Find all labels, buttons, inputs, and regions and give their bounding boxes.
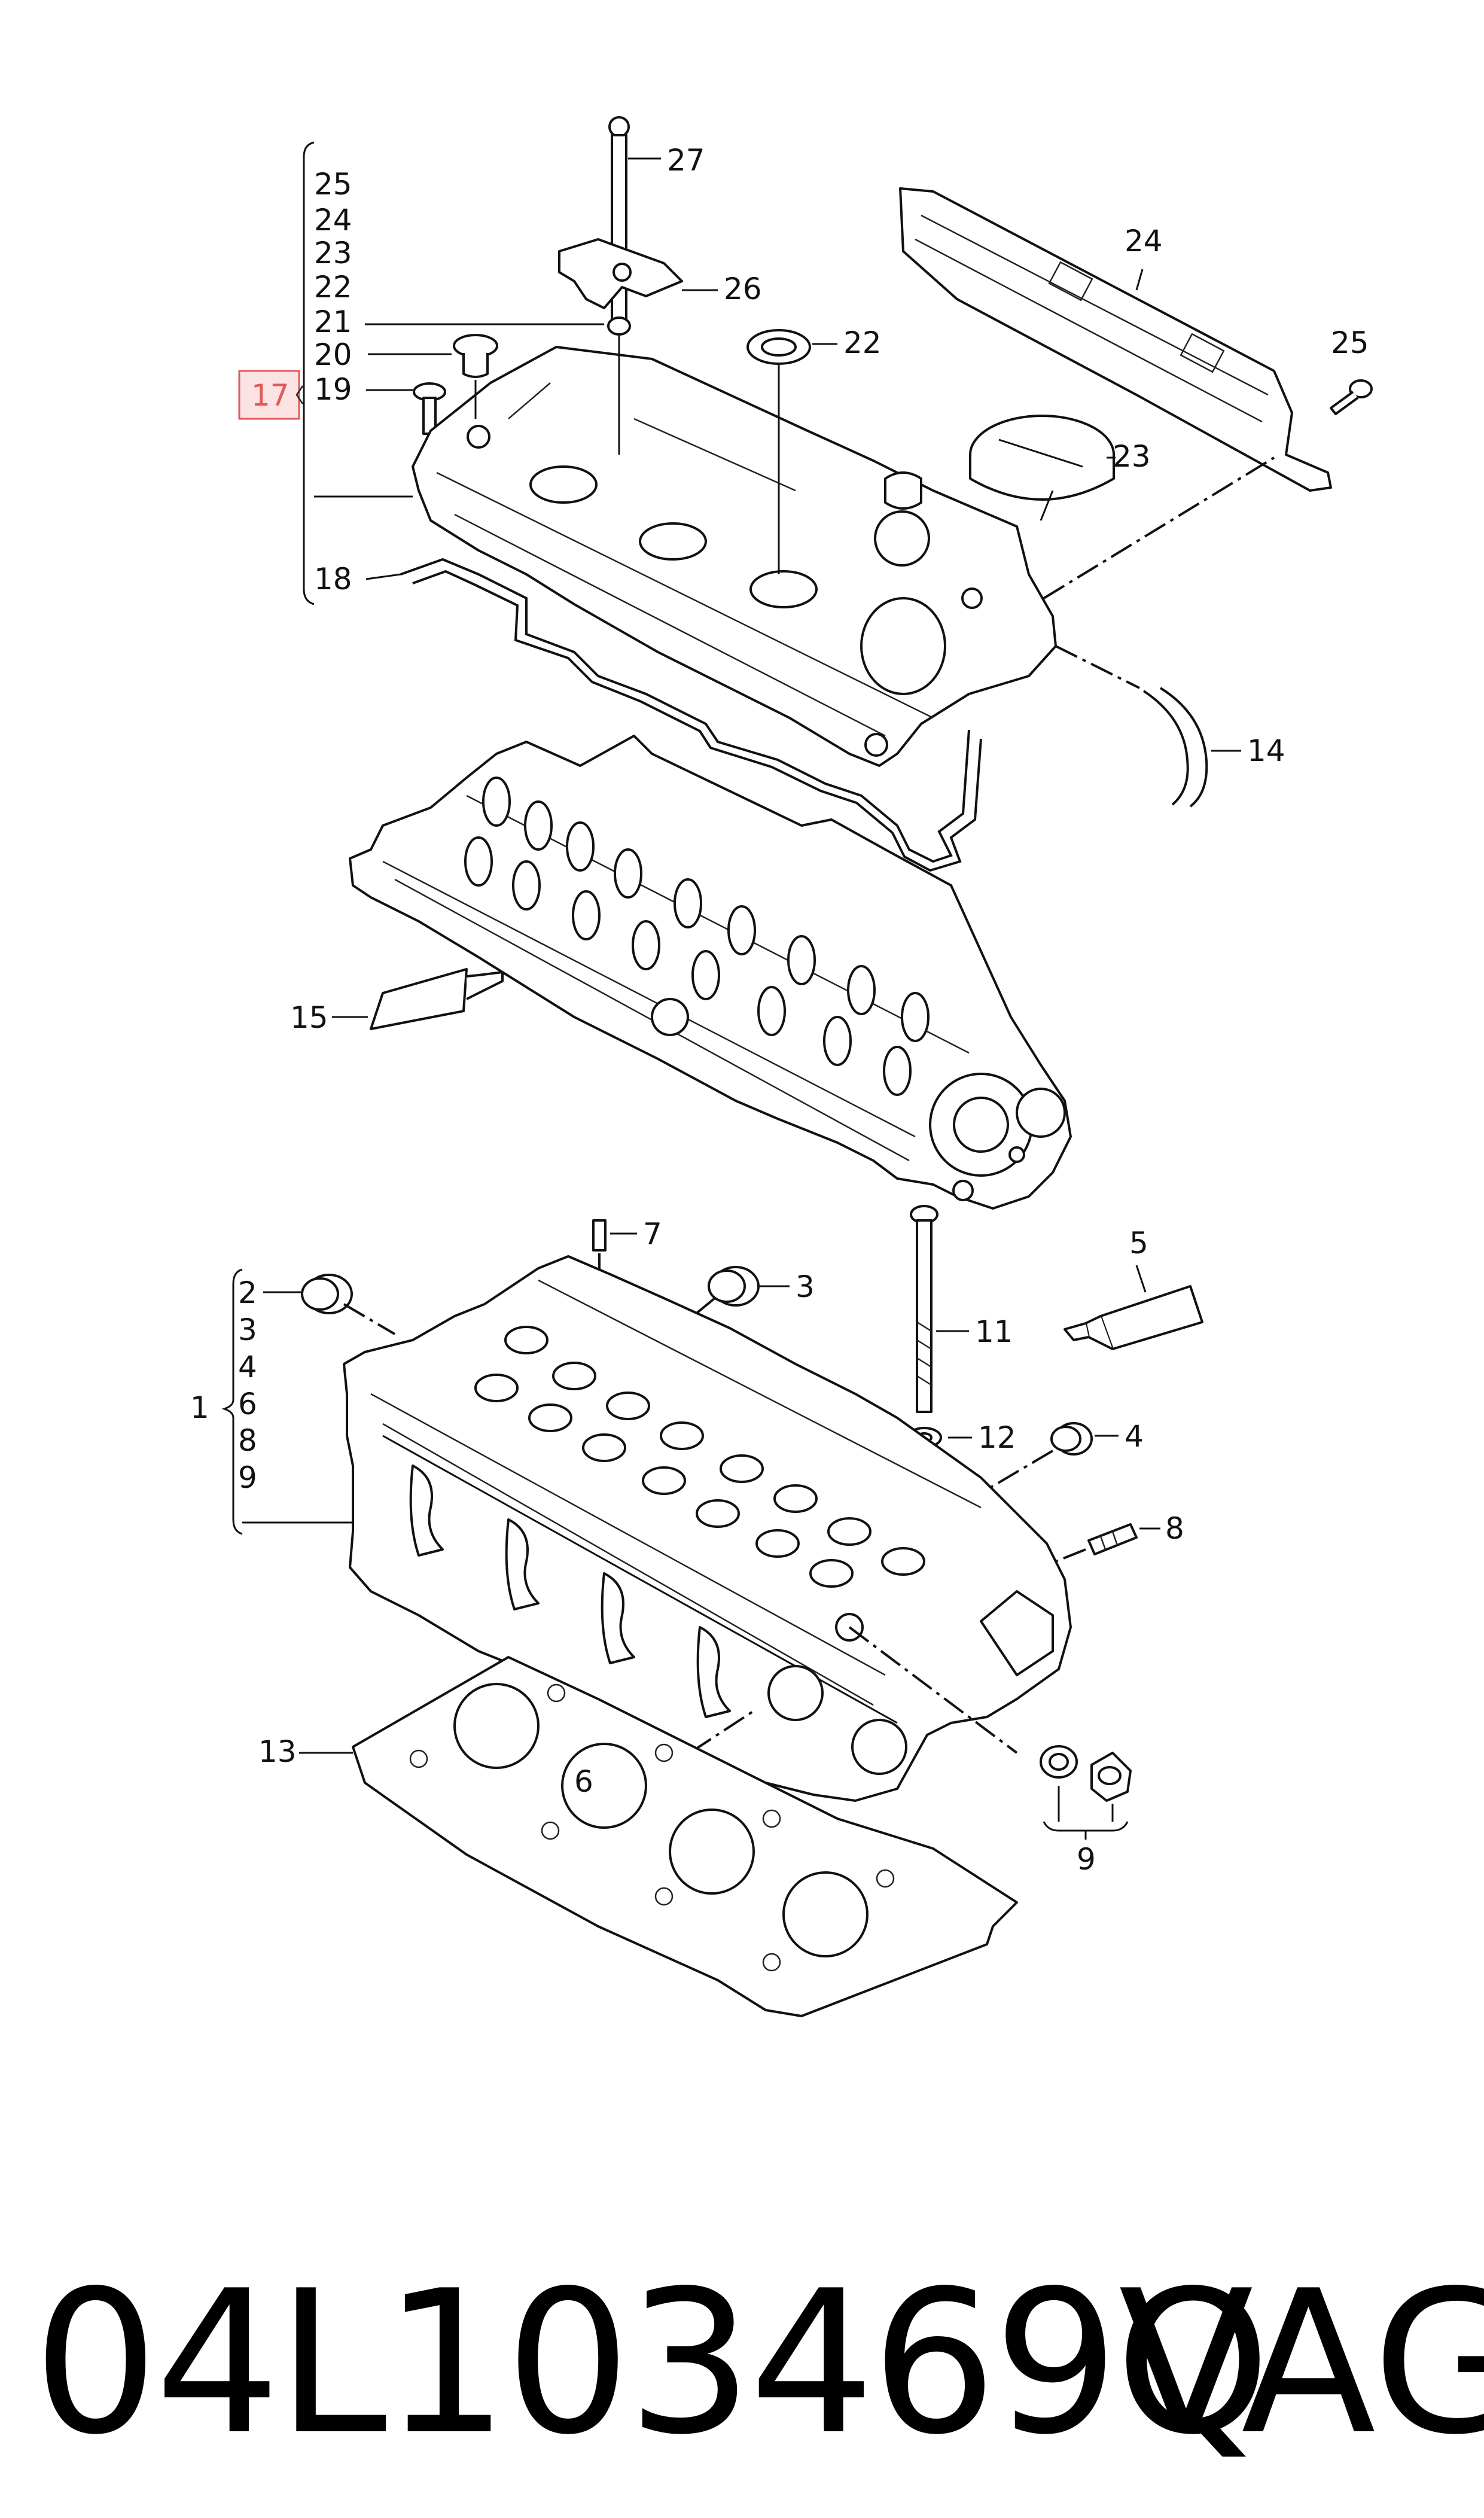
camshaft-lobes bbox=[464, 777, 930, 1096]
label-6-list: 6 bbox=[238, 1387, 257, 1421]
label-7: 7 bbox=[643, 1217, 662, 1252]
label-2: 2 bbox=[238, 1275, 257, 1310]
bolt-27 bbox=[608, 116, 661, 328]
label-18: 18 bbox=[314, 562, 352, 596]
sealant-tube-15 bbox=[332, 968, 504, 1030]
screw-19 bbox=[366, 382, 446, 435]
valve-seats bbox=[474, 1326, 925, 1588]
label-24: 24 bbox=[1125, 224, 1163, 258]
plug-9-parts bbox=[1040, 1745, 1132, 1840]
label-22: 22 bbox=[843, 325, 882, 360]
label-9-list: 9 bbox=[238, 1460, 257, 1495]
bolt-11 bbox=[910, 1205, 969, 1413]
plug-2 bbox=[263, 1274, 396, 1335]
exploded-parts-diagram: 27 25 24 23 22 21 20 19 17 18 26 22 23 2… bbox=[190, 116, 1373, 2017]
label-9: 9 bbox=[1077, 1842, 1096, 1877]
label-13: 13 bbox=[258, 1734, 297, 1769]
brand-name: VAG bbox=[1119, 2248, 1484, 2478]
label-15: 15 bbox=[290, 1000, 328, 1035]
footer: 04L103469Q VAG bbox=[0, 2237, 1484, 2489]
sealant-tube-5 bbox=[1064, 1265, 1203, 1350]
plug-4 bbox=[986, 1422, 1119, 1491]
label-14: 14 bbox=[1247, 733, 1285, 768]
label-17: 17 bbox=[251, 378, 290, 413]
label-12: 12 bbox=[978, 1420, 1016, 1455]
label-21: 21 bbox=[314, 305, 352, 339]
stud-8 bbox=[1040, 1523, 1160, 1569]
dash-line-upper-2 bbox=[1043, 456, 1275, 599]
cover-plate-24 bbox=[899, 187, 1332, 492]
label-3-list: 3 bbox=[238, 1313, 257, 1347]
part-number: 04L103469Q bbox=[33, 2248, 1270, 2478]
leader-cap-23 bbox=[1040, 490, 1054, 521]
highlight-box-17 bbox=[238, 370, 300, 420]
cylinder-head-cover-17 bbox=[412, 335, 1057, 767]
label-19: 19 bbox=[314, 372, 352, 407]
lower-group-brace bbox=[221, 1268, 243, 1535]
gasket-18 bbox=[365, 558, 982, 872]
plug-20 bbox=[368, 334, 498, 378]
upper-group-brace bbox=[303, 141, 315, 605]
dash-line-upper-1 bbox=[1055, 645, 1140, 689]
label-8: 8 bbox=[1165, 1511, 1184, 1546]
label-23: 23 bbox=[1113, 439, 1151, 474]
label-4-list: 4 bbox=[238, 1350, 257, 1384]
label-25-list: 25 bbox=[314, 167, 352, 202]
camshaft-housing bbox=[349, 735, 1072, 1210]
label-23-list: 23 bbox=[314, 236, 352, 270]
grommet-21 bbox=[365, 316, 631, 336]
label-25: 25 bbox=[1331, 325, 1369, 360]
bracket-26 bbox=[558, 238, 718, 309]
label-11: 11 bbox=[975, 1314, 1013, 1349]
screw-25 bbox=[1330, 379, 1373, 415]
callout-labels: 27 25 24 23 22 21 20 19 17 18 26 22 23 2… bbox=[190, 143, 1369, 1877]
label-4: 4 bbox=[1125, 1419, 1144, 1454]
label-6: 6 bbox=[574, 1764, 593, 1799]
label-3: 3 bbox=[796, 1269, 815, 1304]
plug-3 bbox=[663, 1266, 790, 1341]
oil-filler-cap-23 bbox=[969, 415, 1116, 501]
label-26: 26 bbox=[724, 272, 762, 306]
head-gasket-13 bbox=[299, 1656, 1018, 2017]
label-27: 27 bbox=[667, 143, 705, 178]
label-1: 1 bbox=[190, 1390, 209, 1425]
label-20: 20 bbox=[314, 337, 352, 372]
label-8-list: 8 bbox=[238, 1423, 257, 1458]
label-5: 5 bbox=[1129, 1226, 1148, 1260]
seal-22 bbox=[746, 329, 837, 365]
label-24-list: 24 bbox=[314, 203, 352, 238]
label-22-list: 22 bbox=[314, 270, 352, 305]
hose-14 bbox=[1142, 687, 1241, 808]
